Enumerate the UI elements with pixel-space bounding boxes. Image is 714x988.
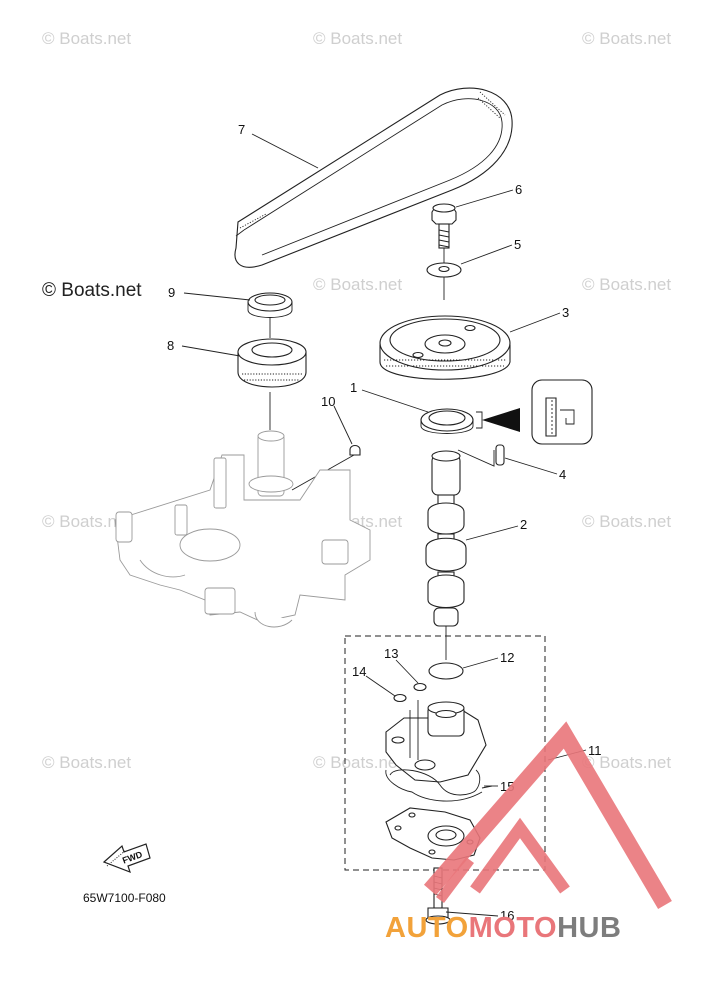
dowel-pin [495, 444, 505, 466]
callout-6: 6 [515, 182, 522, 197]
callout-13: 13 [384, 646, 398, 661]
callout-2: 2 [520, 517, 527, 532]
watermark: © Boats.net [582, 512, 671, 531]
camshaft-pulley [379, 315, 511, 380]
logo-part-moto: MOTO [469, 912, 557, 944]
callout-14: 14 [352, 664, 366, 679]
callout-12: 12 [500, 650, 514, 665]
logo-part-hub: HUB [557, 912, 621, 944]
forward-arrow-icon: FWD [102, 843, 151, 874]
bolt [431, 203, 457, 249]
watermark: © Boats.net [582, 29, 671, 48]
camshaft [425, 450, 467, 627]
oil-pump [385, 700, 487, 783]
woodruff-key [349, 444, 361, 456]
callout-10: 10 [321, 394, 335, 409]
o-ring [428, 662, 464, 680]
callout-16: 16 [500, 908, 514, 923]
crank-seal [247, 292, 293, 318]
watermark: © Boats.net [42, 512, 131, 531]
watermark: © Boats.net [313, 29, 402, 48]
watermark-primary: © Boats.net [42, 280, 142, 301]
pump-gasket [385, 769, 483, 802]
automotohub-logo: AUTOMOTOHUB [385, 721, 672, 944]
logo-part-auto: AUTO [385, 912, 469, 944]
engine-block-outline [114, 430, 371, 628]
watermark: © Boats.net [582, 753, 671, 772]
watermark: © Boats.net [42, 29, 131, 48]
diagram-code: 65W7100-F080 [83, 891, 166, 905]
leader-line [457, 449, 495, 467]
callout-9: 9 [168, 285, 175, 300]
callout-1: 1 [350, 380, 357, 395]
watermark: © Boats.net [313, 753, 402, 772]
callout-11: 11 [588, 743, 602, 758]
logo-text: AUTOMOTOHUB [385, 912, 621, 944]
washer [426, 262, 462, 278]
timing-belt [234, 87, 513, 268]
drive-pulley [237, 338, 307, 388]
callout-3: 3 [562, 305, 569, 320]
small-o-ring [393, 693, 407, 703]
callout-8: 8 [167, 338, 174, 353]
watermark: © Boats.net [42, 753, 131, 772]
callout-7: 7 [238, 122, 245, 137]
seal-detail-inset [476, 379, 593, 445]
watermark: © Boats.net [582, 275, 671, 294]
oil-seal [420, 408, 474, 434]
small-o-ring [413, 682, 427, 692]
callout-labels: 7 6 5 3 1 4 2 8 9 10 12 13 14 11 15 16 [167, 122, 602, 923]
callout-5: 5 [514, 237, 521, 252]
watermark: © Boats.net [313, 275, 402, 294]
callout-4: 4 [559, 467, 566, 482]
